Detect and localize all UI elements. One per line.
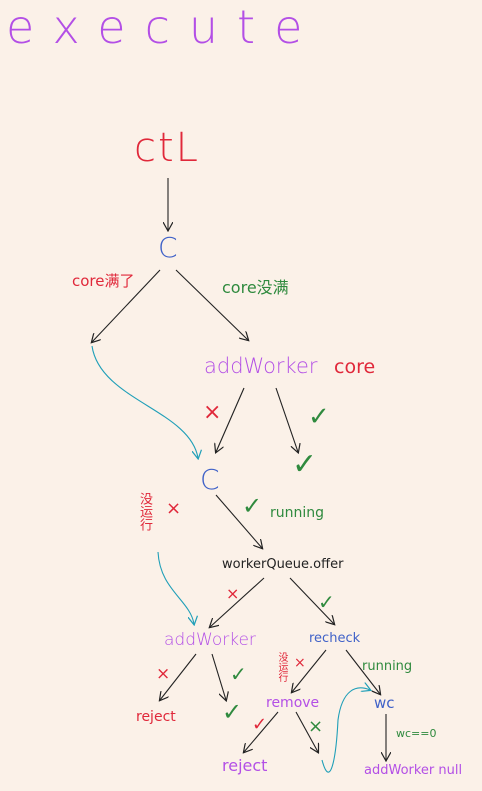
label-not-running-1: 没运行	[137, 492, 152, 531]
arrow-remove-fail	[295, 711, 318, 752]
node-workqueue-offer: workerQueue.offer	[222, 557, 344, 572]
check-mark-5: ✓	[230, 662, 247, 686]
cross-mark-2: ×	[166, 498, 182, 519]
arrow-addworker-ok	[275, 387, 298, 452]
check-mark-6: ✓	[222, 698, 243, 726]
check-mark-2: ✓	[292, 447, 318, 482]
label-not-running-2: 没运行	[276, 652, 287, 682]
node-reject-1: reject	[136, 709, 176, 725]
arrow-c2-running	[215, 494, 262, 548]
diagram-title: execute	[6, 0, 322, 54]
node-c-1: C	[158, 231, 178, 264]
check-mark-7: ✓	[252, 714, 268, 735]
node-wc: wc	[374, 694, 395, 712]
arrow-addworker-fail	[216, 387, 245, 452]
arrow-c-core-not-full	[175, 269, 248, 340]
cross-mark-1: ×	[203, 400, 222, 425]
arrow-c-core-full	[92, 269, 161, 342]
cross-mark-3: ×	[226, 584, 240, 603]
curve-to-wc	[321, 688, 370, 773]
node-remove: remove	[266, 695, 320, 711]
arrow-recheck-running	[345, 649, 380, 694]
cross-mark-5: ×	[294, 655, 306, 671]
check-mark-3: ✓	[242, 492, 263, 520]
arrow-remove-ok	[244, 711, 279, 752]
node-core-arg: core	[334, 356, 376, 378]
check-mark-1: ✓	[308, 402, 330, 432]
cross-mark-4: ×	[156, 664, 171, 684]
node-ctl: ctL	[134, 125, 200, 171]
curve-to-addworker2	[157, 551, 194, 624]
node-addworker-2: addWorker	[164, 630, 256, 650]
label-running-2: running	[362, 659, 413, 674]
label-core-full: core满了	[72, 272, 135, 290]
node-reject-2: reject	[222, 756, 268, 775]
arrow-addworker2-fail	[160, 653, 197, 700]
arrow-recheck-not-running	[292, 649, 327, 692]
arrow-addworker2-ok	[211, 653, 226, 700]
node-addworker-null: addWorker null	[364, 763, 463, 778]
label-wc-zero: wc==0	[396, 727, 437, 740]
arrow-offer-fail	[210, 577, 265, 627]
arrow-offer-ok	[289, 577, 334, 624]
curve-to-c2	[91, 345, 198, 458]
node-addworker-core: addWorker	[204, 354, 318, 378]
node-recheck: recheck	[309, 631, 361, 646]
node-c-2: C	[200, 463, 220, 496]
check-mark-4: ✓	[318, 590, 335, 614]
label-core-not-full: core没满	[222, 278, 289, 297]
label-running-1: running	[270, 505, 325, 521]
cross-mark-6: ×	[308, 716, 324, 737]
